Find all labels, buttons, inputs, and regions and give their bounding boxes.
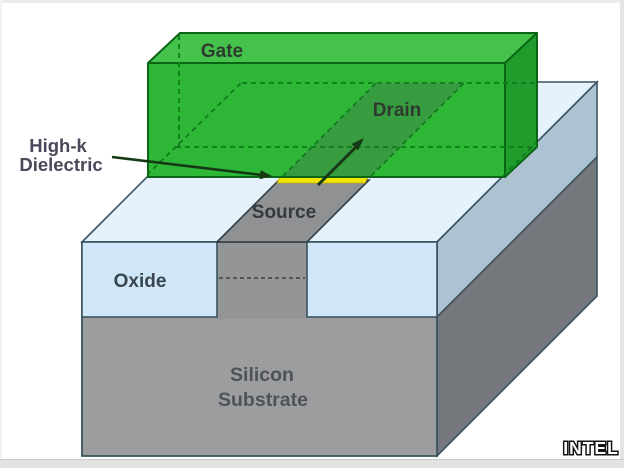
high-k-pointer-arrow bbox=[111, 155, 263, 177]
substrate-right-edge-dash bbox=[502, 142, 537, 177]
drain-pointer-arrow bbox=[316, 145, 358, 187]
fin-left-edge-dash bbox=[282, 82, 377, 177]
frame-bottom bbox=[0, 460, 624, 468]
silicon-substrate-label: Silicon Substrate bbox=[218, 364, 308, 411]
high-k-label: High-k Dielectric bbox=[19, 135, 102, 175]
annotation-arrows bbox=[111, 138, 364, 187]
fin-behind-gate-shade bbox=[283, 83, 464, 176]
frame-top bbox=[0, 0, 624, 3]
drain-arrowhead bbox=[351, 138, 364, 151]
frame-left bbox=[0, 0, 2, 468]
intel-watermark: INTEL bbox=[563, 438, 619, 458]
high-k-arrowhead bbox=[259, 170, 272, 180]
oxide-front-face-right bbox=[306, 241, 438, 318]
fin-front-face bbox=[217, 243, 307, 319]
drain-label: Drain bbox=[373, 100, 422, 121]
gate-label: Gate bbox=[201, 41, 243, 62]
fin-right-edge-dash bbox=[370, 82, 465, 177]
high-k-label-line2: Dielectric bbox=[19, 154, 102, 175]
gate-front-face bbox=[147, 62, 506, 178]
frame-right bbox=[620, 0, 624, 468]
substrate-label-line2: Substrate bbox=[218, 389, 308, 411]
oxide-front-face-left bbox=[81, 241, 218, 318]
oxide-label: Oxide bbox=[114, 271, 167, 292]
substrate-label-line1: Silicon bbox=[230, 364, 294, 386]
substrate-left-edge-dash bbox=[146, 82, 242, 176]
source-label: Source bbox=[252, 202, 316, 223]
high-k-label-line1: High-k bbox=[29, 135, 87, 156]
fin-top-face bbox=[215, 179, 371, 243]
gate-block bbox=[147, 32, 538, 178]
